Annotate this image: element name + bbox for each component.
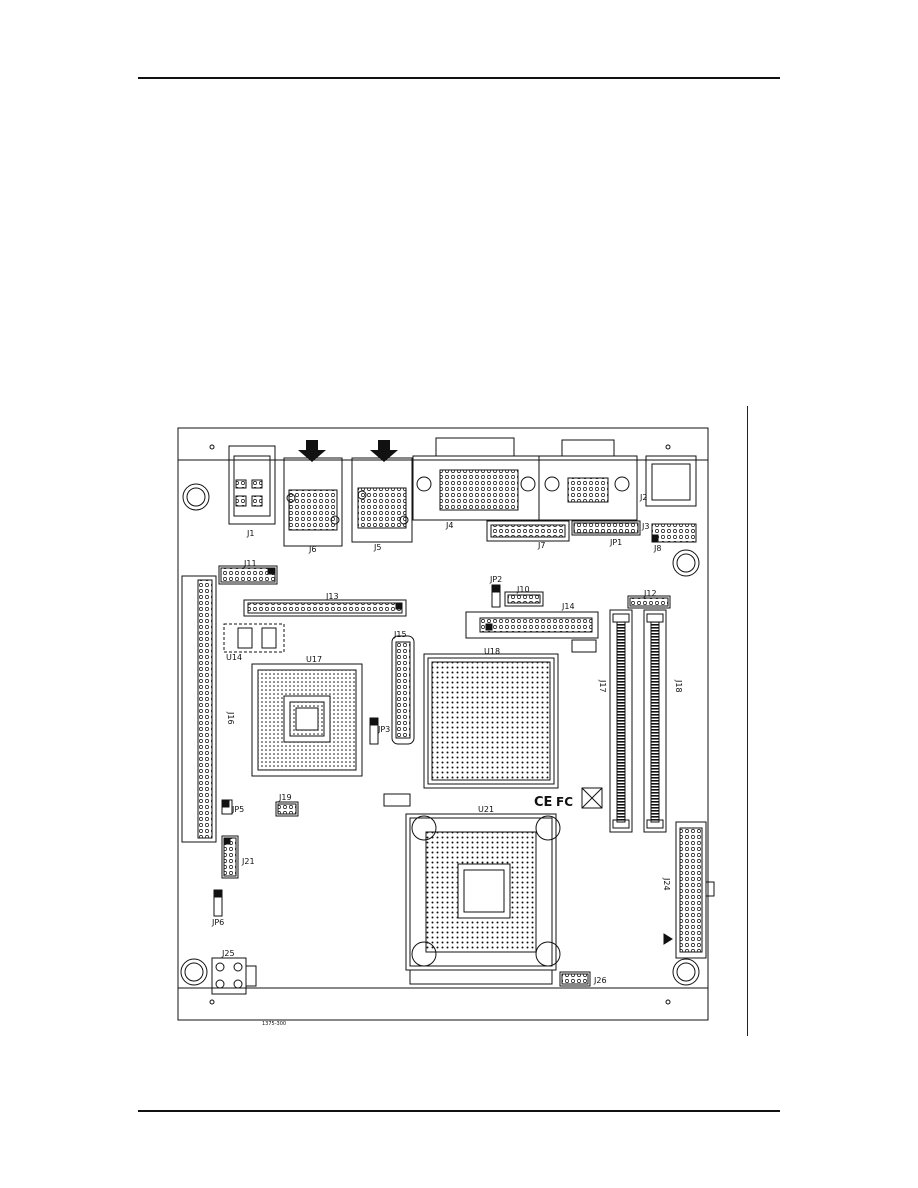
jumper-block-2 xyxy=(383,793,411,807)
label-j15: J15 xyxy=(393,630,407,639)
connector-j4 xyxy=(412,437,540,521)
label-j7: J7 xyxy=(537,541,545,550)
header-rule xyxy=(138,77,780,79)
header-j11 xyxy=(218,565,278,585)
label-jp2: JP2 xyxy=(489,575,502,584)
label-j17: J17 xyxy=(598,679,607,693)
header-j26 xyxy=(559,971,591,987)
label-j26: J26 xyxy=(593,976,607,985)
header-j19 xyxy=(275,801,299,817)
label-jp5: JP5 xyxy=(231,805,244,814)
header-jp6 xyxy=(213,889,223,917)
header-jp5 xyxy=(221,799,233,815)
connector-j8 xyxy=(645,455,697,543)
label-j14: J14 xyxy=(561,602,575,611)
label-j6: J6 xyxy=(308,545,316,554)
header-j13 xyxy=(243,599,407,617)
part-number: 1375-300 xyxy=(262,1021,286,1027)
jumper-block xyxy=(571,639,597,653)
header-j7 xyxy=(486,520,570,542)
label-j16: J16 xyxy=(226,711,235,725)
memory-slot-j18 xyxy=(643,609,667,833)
connector-j15 xyxy=(391,635,415,745)
label-j18: J18 xyxy=(674,679,683,693)
connector-j1 xyxy=(228,445,276,525)
label-jp3: JP3 xyxy=(377,725,390,734)
label-j21: J21 xyxy=(241,857,255,866)
cpu-socket-u21 xyxy=(405,813,561,985)
power-connector-j24 xyxy=(663,821,715,959)
label-u18: U18 xyxy=(484,647,500,656)
header-j10 xyxy=(504,591,544,607)
chip-u17 xyxy=(251,663,363,777)
board-outline xyxy=(177,427,709,1021)
label-j12: J12 xyxy=(643,589,657,598)
fcc-mark: FC xyxy=(556,795,573,809)
ce-mark: CE xyxy=(534,795,552,810)
label-j1: J1 xyxy=(246,529,254,538)
label-u17: U17 xyxy=(306,655,322,664)
label-jp6: JP6 xyxy=(211,918,224,927)
label-j10: J10 xyxy=(516,585,530,594)
connector-j2-j3 xyxy=(538,439,638,521)
header-j21 xyxy=(221,835,239,879)
label-j11: J11 xyxy=(243,559,257,568)
margin-bar xyxy=(747,406,748,1036)
mounting-holes xyxy=(180,444,700,1005)
label-j24: J24 xyxy=(662,877,671,891)
label-j3: J3 xyxy=(641,522,649,531)
chip-u14 xyxy=(223,623,285,653)
footer-rule xyxy=(138,1110,780,1112)
label-u14: U14 xyxy=(226,653,242,662)
header-j14 xyxy=(465,611,599,639)
header-j16 xyxy=(181,575,217,843)
power-connector-j25 xyxy=(211,957,257,995)
connector-j5 xyxy=(351,457,413,543)
label-j25: J25 xyxy=(221,949,235,958)
label-j19: J19 xyxy=(278,793,292,802)
label-j2: J2 xyxy=(639,493,647,502)
header-jp3 xyxy=(369,717,379,745)
label-j4: J4 xyxy=(445,521,453,530)
label-j5: J5 xyxy=(373,543,381,552)
arrow-down-icon xyxy=(298,440,326,462)
connector-j6 xyxy=(283,457,343,547)
label-j13: J13 xyxy=(325,592,339,601)
weee-symbol xyxy=(581,787,603,809)
label-u21: U21 xyxy=(478,805,494,814)
header-j12 xyxy=(627,595,671,609)
label-j8: J8 xyxy=(653,544,661,553)
arrow-down-icon xyxy=(370,440,398,462)
chip-u18 xyxy=(423,653,559,789)
header-jp1 xyxy=(571,520,641,536)
label-jp1: JP1 xyxy=(609,538,622,547)
header-jp2 xyxy=(491,584,501,608)
memory-slot-j17 xyxy=(609,609,633,833)
